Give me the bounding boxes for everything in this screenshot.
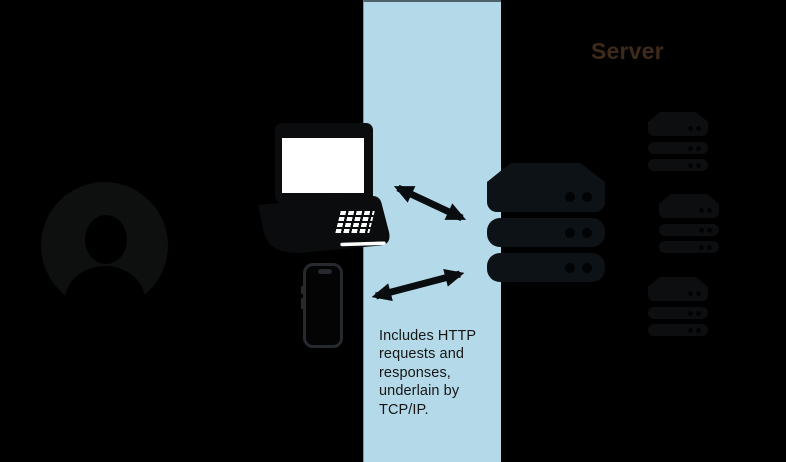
rack-led [696,310,701,316]
rack-unit [648,307,708,319]
rack-top-chamfer [648,277,708,287]
rack-led [696,145,701,151]
rack-led [699,244,704,250]
rack-led [688,162,693,168]
laptop-display [282,138,364,193]
rack-led [565,262,575,273]
rack-unit [659,224,719,236]
user-head-shape [85,215,127,264]
rack-unit [648,286,708,301]
phone-side-button [301,298,304,309]
server-rack-small-icon [648,112,708,171]
rack-top-chamfer [648,112,708,122]
rack-led [688,310,693,316]
rack-top-chamfer [659,194,719,204]
rack-unit [659,241,719,253]
rack-led [688,126,693,131]
arrow-phone-server [371,268,465,302]
rack-led [688,291,693,296]
rack-led [565,227,575,238]
rack-led [696,162,701,168]
band-note-text: Includes HTTP requests and responses, un… [379,328,477,418]
rack-led [582,192,592,202]
rack-led [688,327,693,333]
laptop-keyboard-icon [335,211,375,233]
laptop-base-shape [258,195,390,253]
arrow-laptop-server [393,184,467,222]
server-rack-small-icon [659,194,719,253]
phone-side-button [301,286,304,294]
rack-led [707,208,712,213]
rack-led [582,227,592,238]
rack-unit [487,181,605,212]
rack-led [707,227,712,233]
server-label: Server [591,38,664,64]
server-rack-small-icon [648,277,708,336]
rack-led [707,244,712,250]
rack-unit [648,159,708,171]
phone-camera-notch [318,269,332,274]
rack-led [696,126,701,131]
user-avatar-icon [41,182,168,309]
rack-unit [648,142,708,154]
rack-led [565,192,575,202]
laptop-base-edge [340,241,386,247]
rack-top-chamfer [487,163,605,182]
laptop-icon [275,123,373,203]
rack-unit [659,203,719,218]
rack-led [699,227,704,233]
rack-unit [487,218,605,247]
rack-unit [648,324,708,336]
smartphone-icon [301,263,343,348]
rack-unit [487,253,605,282]
rack-led [696,327,701,333]
rack-led [688,145,693,151]
server-rack-main-icon [487,163,605,283]
rack-led [696,291,701,296]
rack-led [699,208,704,213]
rack-unit [648,121,708,136]
rack-led [582,262,592,273]
